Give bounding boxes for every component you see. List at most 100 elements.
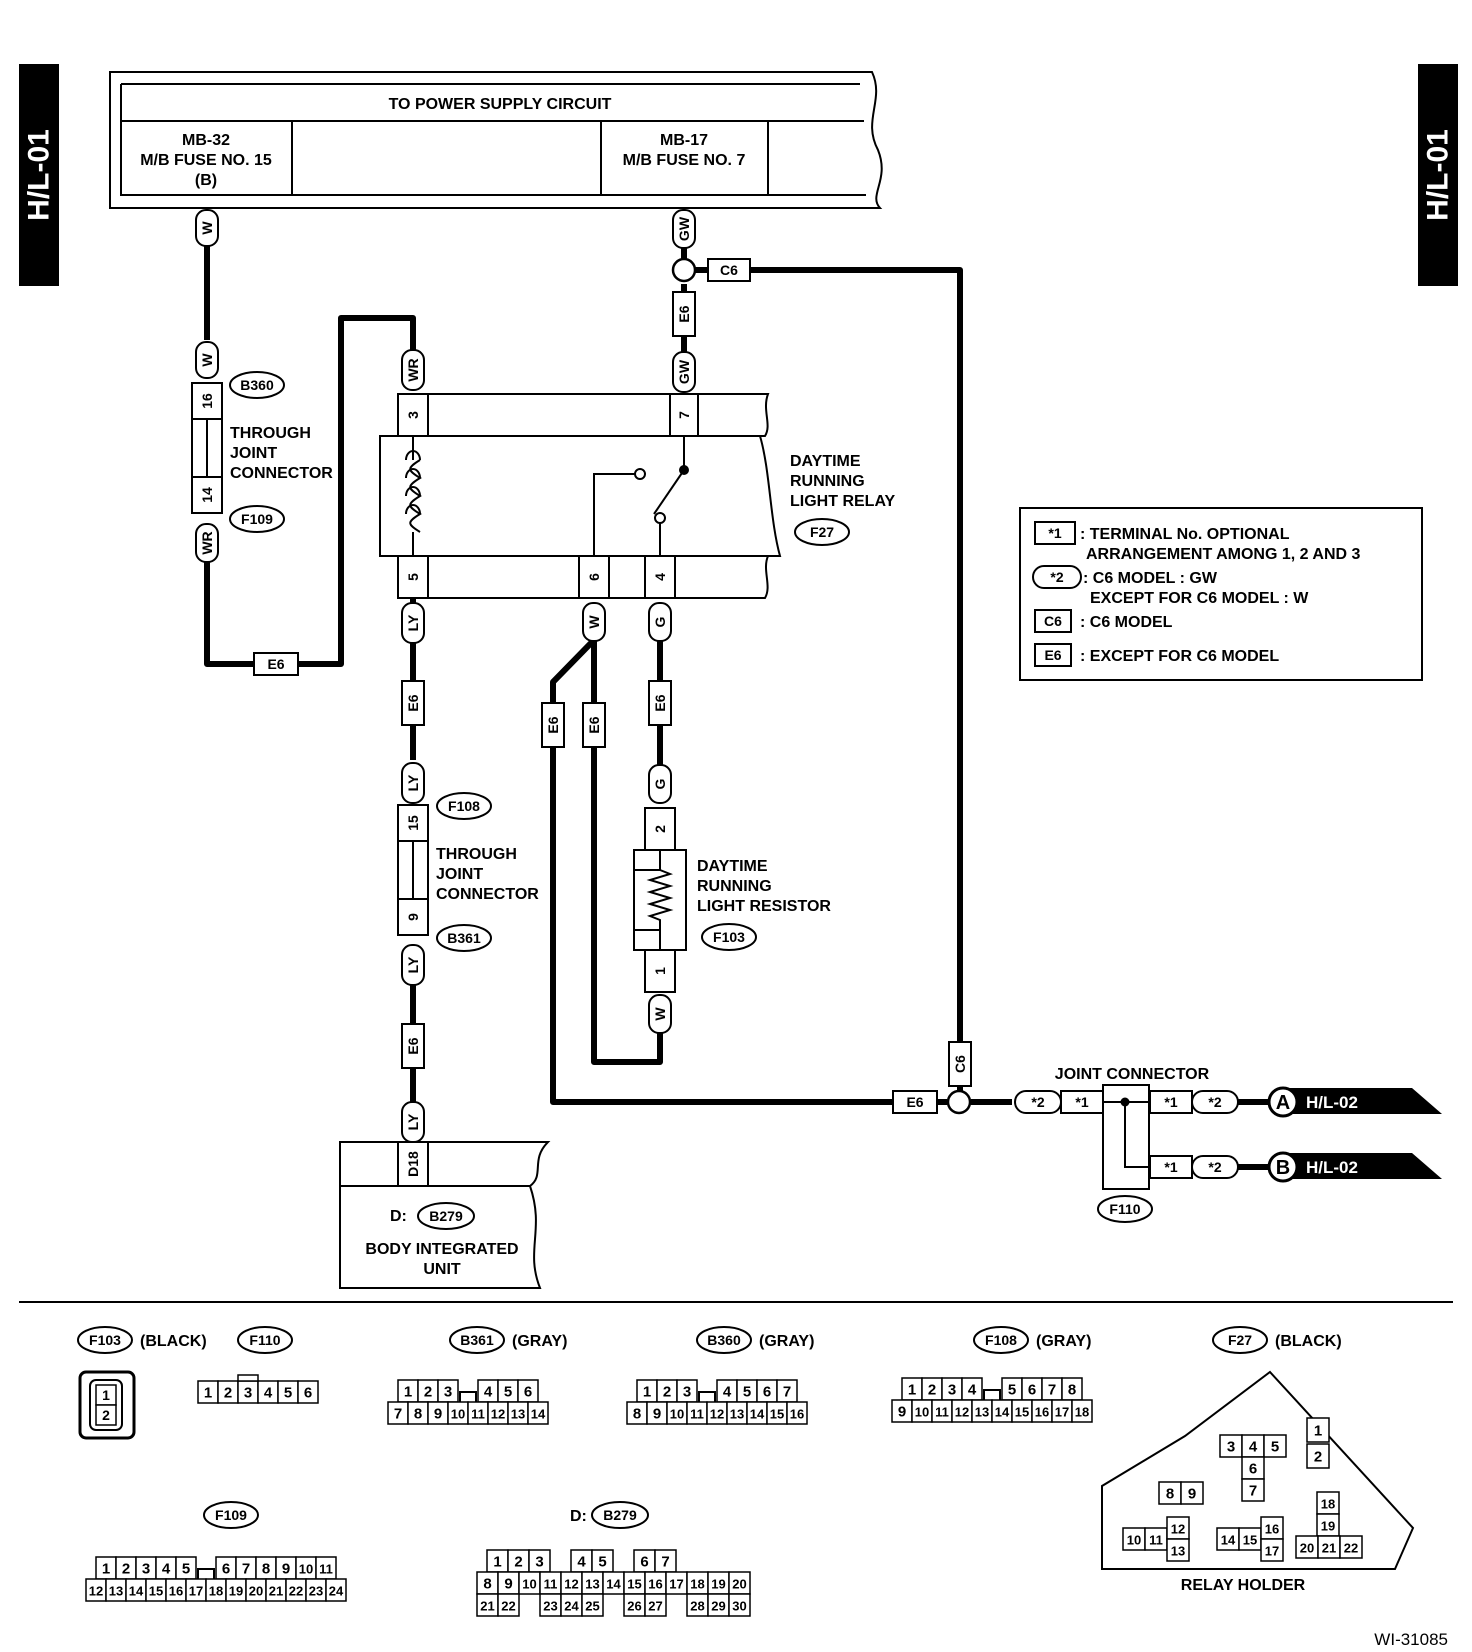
resistor-label-1: DAYTIME: [697, 858, 768, 875]
pin-cell: 13: [1171, 1544, 1185, 1559]
pin-cell: 13: [975, 1405, 989, 1420]
pin-cell: 1: [1314, 1423, 1322, 1440]
legend-e6-text: : EXCEPT FOR C6 MODEL: [1080, 648, 1279, 665]
pin-cell: 6: [1028, 1382, 1036, 1399]
pin-cell: 14: [129, 1584, 144, 1599]
pin-cell: 4: [484, 1384, 493, 1401]
svg-text:E6: E6: [652, 694, 668, 711]
relay-pin-3: 3: [405, 411, 421, 419]
svg-text:E6: E6: [586, 716, 602, 733]
pin-cell: 7: [1048, 1382, 1056, 1399]
wire-tag-w-2: W: [195, 341, 219, 379]
pin-cell: 10: [451, 1407, 465, 1422]
svg-text:LY: LY: [405, 774, 421, 791]
wire-tag-w-3: W: [582, 602, 606, 642]
pin-cell: 9: [504, 1576, 512, 1593]
svg-text:F110: F110: [249, 1332, 280, 1348]
power-supply-title: TO POWER SUPPLY CIRCUIT: [389, 96, 612, 113]
pin-b361-9: 9: [405, 913, 421, 921]
resistor-label-2: RUNNING: [697, 878, 772, 895]
wire-tag-g-1: G: [648, 602, 672, 642]
svg-text:W: W: [199, 353, 215, 367]
model-tag-e6-1: E6: [253, 652, 299, 676]
svg-text:F103: F103: [89, 1332, 121, 1348]
pin-b360-16: 16: [199, 393, 215, 409]
svg-text:2: 2: [102, 1407, 110, 1423]
svg-text:E6: E6: [267, 656, 284, 672]
model-tag-e6-5: E6: [582, 702, 606, 748]
pin-cell: 6: [304, 1385, 312, 1402]
svg-text:*2: *2: [1208, 1094, 1221, 1110]
pin-cell: 11: [544, 1577, 558, 1592]
pin-cell: 2: [224, 1385, 232, 1402]
pin-cell: 8: [414, 1406, 422, 1423]
pin-cell: 27: [648, 1599, 662, 1614]
svg-text:E6: E6: [405, 694, 421, 711]
pin-cell: 30: [732, 1599, 746, 1614]
body-unit-name-1: BODY INTEGRATED: [365, 1241, 518, 1258]
pin-cell: 18: [1321, 1497, 1335, 1512]
daytime-running-light-resistor: 2 1 DAYTIME RUNNING LIGHT RESISTOR F103: [633, 807, 831, 993]
fuse7-connector: MB-17: [660, 132, 708, 149]
wire-tag-w-1: W: [195, 209, 219, 247]
pin-cell: 9: [898, 1404, 906, 1421]
pin-cell: 16: [648, 1577, 662, 1592]
pin-cell: 15: [1015, 1405, 1029, 1420]
pin-cell: 4: [1249, 1439, 1258, 1456]
svg-text:W: W: [199, 221, 215, 235]
pin-cell: 15: [149, 1584, 163, 1599]
pin-cell: 2: [122, 1561, 130, 1578]
relay-pin-7: 7: [676, 411, 692, 419]
body-integrated-unit: D18 D: B279 BODY INTEGRATED UNIT: [339, 1141, 551, 1289]
connector-f109-label: F109: [241, 511, 273, 527]
svg-text:JOINT: JOINT: [436, 866, 483, 883]
model-tag-c6-1: C6: [707, 258, 751, 282]
pin-cell: 4: [577, 1554, 586, 1571]
relay-label-2: RUNNING: [790, 473, 865, 490]
pin-cell: 10: [522, 1577, 536, 1592]
svg-text:B361: B361: [460, 1332, 494, 1348]
wire-tag-ly-4: LY: [401, 1101, 425, 1143]
pin-cell: 15: [1243, 1533, 1257, 1548]
svg-text:G: G: [652, 616, 668, 627]
pin-cell: 7: [1249, 1483, 1257, 1500]
svg-text:C6: C6: [952, 1055, 968, 1073]
wires: [204, 246, 1270, 1170]
wire-tag-gw-1: GW: [672, 209, 696, 249]
pin-cell: 23: [543, 1599, 557, 1614]
svg-text:GW: GW: [676, 216, 692, 241]
output-a-arrow[interactable]: A H/L-02: [1267, 1086, 1442, 1118]
pin-cell: 11: [319, 1562, 333, 1577]
svg-text:(BLACK): (BLACK): [140, 1333, 207, 1350]
pin-cell: 17: [1265, 1544, 1279, 1559]
relay-label-3: LIGHT RELAY: [790, 493, 896, 510]
pin-cell: 29: [711, 1599, 725, 1614]
legend-c6-key: C6: [1044, 613, 1062, 629]
legend-star1-text-2: ARRANGEMENT AMONG 1, 2 AND 3: [1086, 546, 1360, 563]
pin-cell: 13: [730, 1407, 744, 1422]
svg-text:D:: D:: [570, 1508, 587, 1525]
fuse15-connector: MB-32: [182, 132, 230, 149]
relay-label-1: DAYTIME: [790, 453, 861, 470]
pin-cell: 11: [471, 1407, 485, 1422]
side-tab-left-label: H/L-01: [23, 129, 56, 221]
svg-text:E6: E6: [906, 1094, 923, 1110]
pin-cell: 26: [627, 1599, 641, 1614]
pin-cell: 13: [109, 1584, 123, 1599]
pin-cell: 6: [763, 1384, 771, 1401]
connector-f110-label: F110: [1109, 1201, 1140, 1217]
connector-f103-label: F103: [713, 929, 745, 945]
pin-cell: 5: [1271, 1439, 1279, 1456]
relay-pin-5: 5: [405, 573, 421, 581]
pin-cell: 14: [995, 1405, 1010, 1420]
pin-cell: 24: [329, 1584, 344, 1599]
output-b-arrow[interactable]: B H/L-02: [1267, 1151, 1442, 1183]
model-tag-e6-8: E6: [892, 1090, 938, 1114]
pin-cell: 18: [690, 1577, 704, 1592]
pin-cell: 12: [955, 1405, 969, 1420]
pin-cell: 10: [1127, 1533, 1141, 1548]
resistor-pin-1: 1: [652, 967, 668, 975]
wire-tag-ly-1: LY: [401, 602, 425, 644]
pin-cell: 3: [948, 1382, 956, 1399]
